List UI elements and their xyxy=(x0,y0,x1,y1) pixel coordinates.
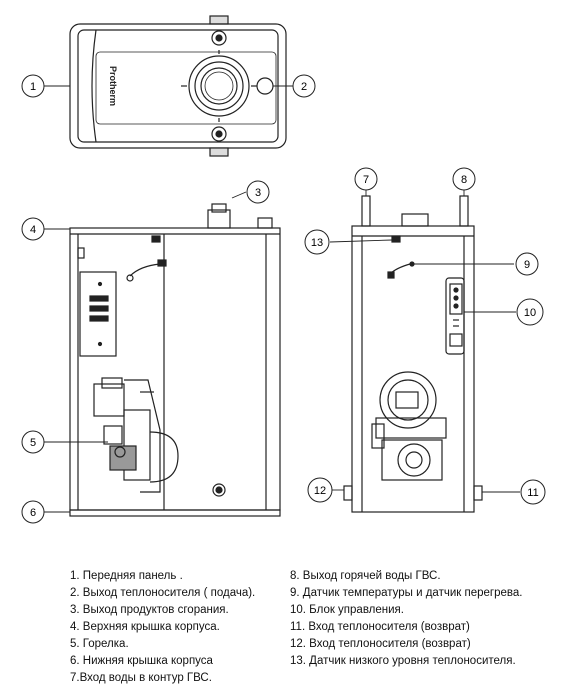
callout-9: 9 xyxy=(515,252,539,276)
rear-view xyxy=(343,195,483,513)
svg-text:4: 4 xyxy=(30,224,36,236)
legend-item-8: 8. Выход горячей воды ГВС. xyxy=(290,570,441,582)
callout-4: 4 xyxy=(21,217,45,241)
callout-markers: 1 2 3 4 5 6 7 8 9 10 11 12 13 xyxy=(21,74,546,524)
callout-3: 3 xyxy=(246,180,270,204)
svg-text:8: 8 xyxy=(461,174,467,186)
callout-1: 1 xyxy=(21,74,45,98)
side-view xyxy=(69,203,281,517)
legend-item-6: 6. Нижняя крышка корпуса xyxy=(70,655,213,667)
brand-logo: Protherm xyxy=(108,66,118,106)
top-view: Protherm xyxy=(69,15,287,157)
legend-item-1: 1. Передняя панель . xyxy=(70,570,183,582)
legend-item-4: 4. Верхняя крышка корпуса. xyxy=(70,621,220,633)
callout-6: 6 xyxy=(21,500,45,524)
boiler-diagram: Protherm xyxy=(21,15,546,524)
svg-text:3: 3 xyxy=(255,187,261,199)
legend-item-2: 2. Выход теплоносителя ( подача). xyxy=(70,587,256,599)
legend-item-7: 7.Вход воды в контур ГВС. xyxy=(70,672,212,684)
legend-item-13: 13. Датчик низкого уровня теплоносителя. xyxy=(290,655,516,667)
svg-text:1: 1 xyxy=(30,81,36,93)
callout-12: 12 xyxy=(307,477,333,503)
svg-text:13: 13 xyxy=(311,237,323,249)
callout-5: 5 xyxy=(21,430,45,454)
legend-item-3: 3. Выход продуктов сгорания. xyxy=(70,604,229,616)
callout-7: 7 xyxy=(354,167,378,191)
svg-text:10: 10 xyxy=(524,307,536,319)
legend-right: 8. Выход горячей воды ГВС. 9. Датчик тем… xyxy=(290,568,522,670)
svg-text:9: 9 xyxy=(524,259,530,271)
leader-lines xyxy=(44,85,520,513)
legend-item-12: 12. Вход теплоносителя (возврат) xyxy=(290,638,471,650)
legend-left: 1. Передняя панель . 2. Выход теплоносит… xyxy=(70,568,255,687)
callout-8: 8 xyxy=(452,167,476,191)
legend-item-10: 10. Блок управления. xyxy=(290,604,404,616)
svg-text:7: 7 xyxy=(363,174,369,186)
callout-13: 13 xyxy=(304,229,330,255)
svg-text:12: 12 xyxy=(314,485,326,497)
svg-text:5: 5 xyxy=(30,437,36,449)
callout-10: 10 xyxy=(516,298,544,326)
svg-text:2: 2 xyxy=(301,81,307,93)
callout-11: 11 xyxy=(520,479,546,505)
legend-item-5: 5. Горелка. xyxy=(70,638,129,650)
callout-2: 2 xyxy=(292,74,316,98)
legend-item-11: 11. Вход теплоносителя (возврат) xyxy=(290,621,470,633)
legend-item-9: 9. Датчик температуры и датчик перегрева… xyxy=(290,587,523,599)
svg-text:6: 6 xyxy=(30,507,36,519)
svg-text:11: 11 xyxy=(527,487,538,499)
